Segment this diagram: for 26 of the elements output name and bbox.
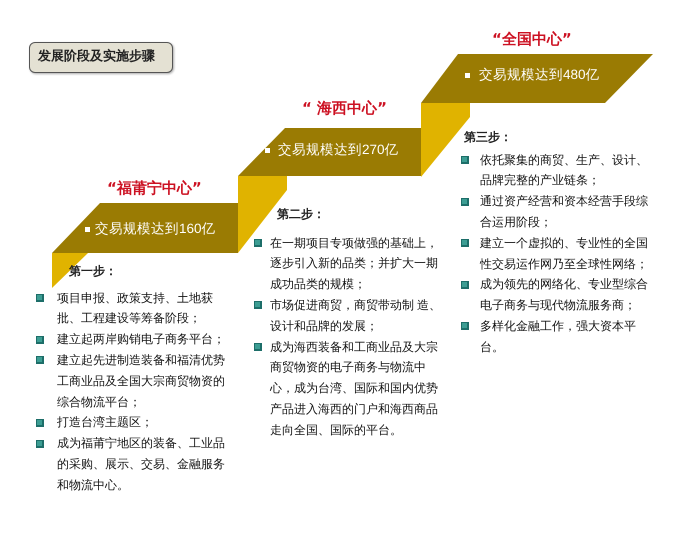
stage-heading: “全国中心” bbox=[492, 30, 572, 48]
list-item: 在一期项目专项做强的基础上，逐步引入新的品类；并扩大一期成功品类的规模； bbox=[270, 234, 439, 294]
list-item: 建立起先进制造装备和福清优势工商业品及全国大宗商贸物资的综合物流平台； bbox=[57, 352, 226, 411]
list-item: 成为领先的网络化、专业型综合电子商务与现代物流服务商； bbox=[480, 276, 649, 314]
list-item: 成为福莆宁地区的装备、工业品的采购、展示、交易、金融服务和物流中心。 bbox=[57, 435, 226, 494]
stage-heading: “福莆宁中心” bbox=[107, 179, 202, 197]
step-text: 交易规模达到480亿 bbox=[479, 67, 600, 83]
list-item: 成为海西装备和工商业品及大宗商贸物资的电子商务与物流中心，成为台湾、国际和国内优势产品进入海西的门户和海西商品走向全国、国际的平台。 bbox=[270, 338, 439, 439]
list-item: 通过资产经营和资本经营手段综合运用阶段； bbox=[480, 193, 649, 231]
step-text: 交易规模达到270亿 bbox=[278, 142, 399, 158]
list-item: 建立一个虚拟的、专业性的全国性交易运作网乃至全球性网络； bbox=[480, 234, 649, 273]
step-text: 交易规模达到160亿 bbox=[95, 221, 216, 237]
step-parallelogram bbox=[238, 128, 421, 176]
step-parallelogram bbox=[421, 54, 653, 103]
title-box: 发展阶段及实施步骤 bbox=[29, 42, 173, 73]
step-heading: 第二步： bbox=[277, 206, 325, 222]
step-heading: 第一步： bbox=[69, 263, 117, 279]
list-item: 建立起两岸购销电子商务平台； bbox=[57, 331, 226, 348]
stage-heading: “ 海西中心” bbox=[302, 99, 387, 117]
list-item: 多样化金融工作，强大资本平台。 bbox=[480, 318, 637, 356]
list-item: 市场促进商贸，商贸带动制 造、设计和品牌的发展； bbox=[270, 296, 442, 335]
step-parallelogram bbox=[52, 203, 238, 253]
list-item: 打造台湾主题区； bbox=[57, 414, 154, 432]
step-heading: 第三步： bbox=[464, 129, 512, 145]
list-item: 项目申报、政策支持、土地获批、工程建设等筹备阶段； bbox=[57, 290, 214, 328]
list-item: 依托聚集的商贸、生产、设计、品牌完整的产业链条； bbox=[480, 152, 649, 190]
